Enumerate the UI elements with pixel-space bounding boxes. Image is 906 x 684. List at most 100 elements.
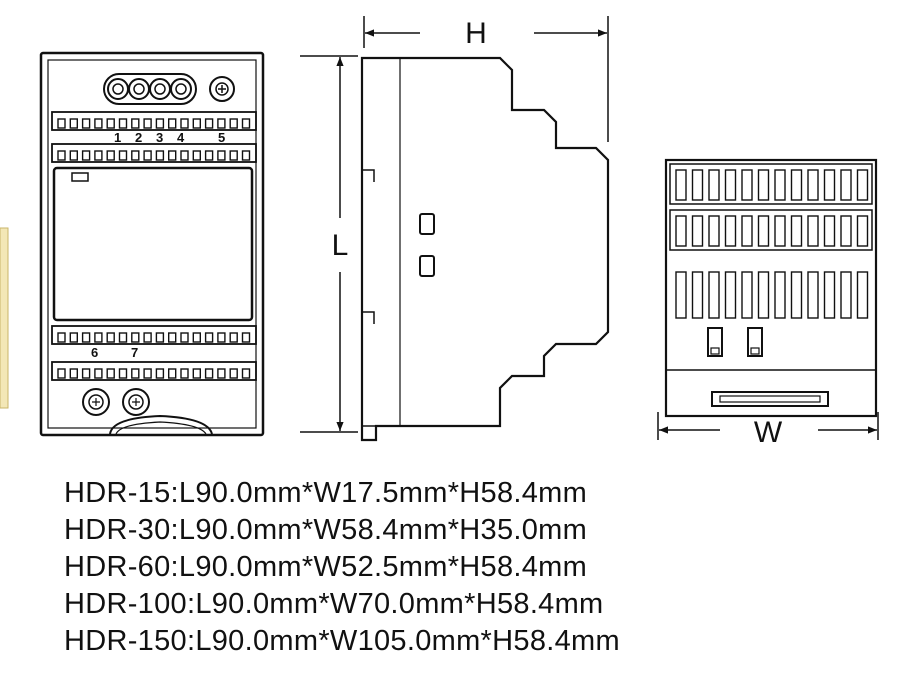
front-view — [39, 51, 265, 437]
terminal-number-4: 4 — [177, 130, 185, 145]
cooling-fin — [840, 215, 852, 247]
vent-slot — [167, 368, 177, 379]
cooling-fin — [675, 271, 687, 319]
vent-slot — [229, 332, 238, 343]
cooling-fin — [807, 271, 819, 319]
vent-slot — [241, 332, 251, 343]
vent-slot — [229, 368, 238, 379]
vent-slot — [167, 118, 177, 129]
vent-slot — [118, 118, 128, 129]
vent-slot — [192, 118, 202, 129]
vent-slot — [180, 368, 189, 379]
cooling-fin — [774, 271, 786, 319]
front-face-panel — [52, 166, 254, 322]
vent-slot — [69, 332, 79, 343]
cooling-fin — [823, 271, 836, 319]
vent-slot — [81, 368, 91, 379]
cooling-fin — [856, 215, 869, 247]
cooling-fin — [856, 271, 869, 319]
vent-slot — [204, 118, 214, 129]
width-label: W — [754, 416, 783, 449]
end-din-slot — [711, 391, 829, 407]
end-view — [657, 158, 879, 440]
adjust-potentiometer — [209, 76, 235, 102]
vent-slot — [229, 150, 238, 161]
vent-slot — [192, 332, 202, 343]
vent-slot — [217, 368, 226, 379]
cooling-fin — [741, 271, 753, 319]
vent-slot — [118, 368, 128, 379]
cooling-fin — [757, 271, 770, 319]
cooling-fin — [675, 169, 687, 201]
cooling-fin — [691, 215, 704, 247]
vent-slot — [155, 368, 165, 379]
cooling-fin — [691, 271, 704, 319]
end-fins-row-3 — [675, 271, 869, 319]
cooling-fin — [807, 169, 819, 201]
vent-slot — [192, 368, 202, 379]
cooling-fin — [708, 215, 720, 247]
cooling-fin — [823, 215, 836, 247]
vent-slot — [69, 118, 79, 129]
vent-slot — [241, 368, 251, 379]
cooling-fin — [774, 215, 786, 247]
cooling-fin — [856, 169, 869, 201]
vent-slot — [94, 332, 103, 343]
vent-slot — [81, 332, 91, 343]
terminal-number-5: 5 — [218, 130, 225, 145]
model-dimension-line: HDR-100:L90.0mm*W70.0mm*H58.4mm — [64, 588, 604, 620]
vent-slot — [192, 150, 202, 161]
cooling-fin — [724, 169, 737, 201]
front-din-clip — [109, 414, 213, 435]
vent-slot — [143, 118, 152, 129]
vent-slot — [106, 368, 115, 379]
vent-slot — [241, 118, 251, 129]
length-label: L — [332, 229, 349, 262]
vent-slot — [81, 150, 91, 161]
cooling-fin — [823, 169, 836, 201]
vent-slot — [143, 368, 152, 379]
vent-slot — [180, 118, 189, 129]
cooling-fin — [724, 215, 737, 247]
vent-slot — [143, 332, 152, 343]
vent-slot — [155, 150, 165, 161]
cooling-fin — [807, 215, 819, 247]
vent-slot — [118, 150, 128, 161]
vent-slot — [106, 118, 115, 129]
end-latch-left — [707, 327, 723, 357]
vent-slot — [131, 332, 140, 343]
bottom-vent-slots-lower — [57, 368, 251, 379]
vent-slot — [241, 150, 251, 161]
side-latch-slot-lower — [419, 255, 435, 277]
cooling-fin — [774, 169, 786, 201]
vent-slot — [155, 332, 165, 343]
end-fins-row-1 — [675, 169, 869, 201]
vent-slot — [204, 332, 214, 343]
model-dimensions-list: HDR-15:L90.0mm*W17.5mm*H58.4mm HDR-30:L9… — [64, 475, 620, 660]
model-dimension-line: HDR-15:L90.0mm*W17.5mm*H58.4mm — [64, 477, 588, 509]
vent-slot — [143, 150, 152, 161]
cooling-fin — [741, 169, 753, 201]
cooling-fin — [790, 271, 803, 319]
cooling-fin — [790, 169, 803, 201]
cooling-fin — [757, 215, 770, 247]
vent-slot — [204, 150, 214, 161]
vent-slot — [167, 150, 177, 161]
terminal-number-2: 2 — [135, 130, 142, 145]
top-vent-slots-upper — [57, 118, 251, 129]
model-dimension-line: HDR-30:L90.0mm*W58.4mm*H35.0mm — [64, 514, 588, 546]
vent-slot — [94, 150, 103, 161]
vent-slot — [217, 332, 226, 343]
top-vent-slots-lower — [57, 150, 251, 161]
left-edge-tab — [0, 227, 9, 409]
vent-slot — [131, 118, 140, 129]
side-profile-outline — [360, 56, 610, 442]
height-label: H — [465, 17, 487, 50]
vent-slot — [106, 332, 115, 343]
vent-slot — [57, 368, 66, 379]
vent-slot — [229, 118, 238, 129]
vent-slot — [118, 332, 128, 343]
top-terminal-screws — [103, 73, 197, 105]
vent-slot — [131, 368, 140, 379]
